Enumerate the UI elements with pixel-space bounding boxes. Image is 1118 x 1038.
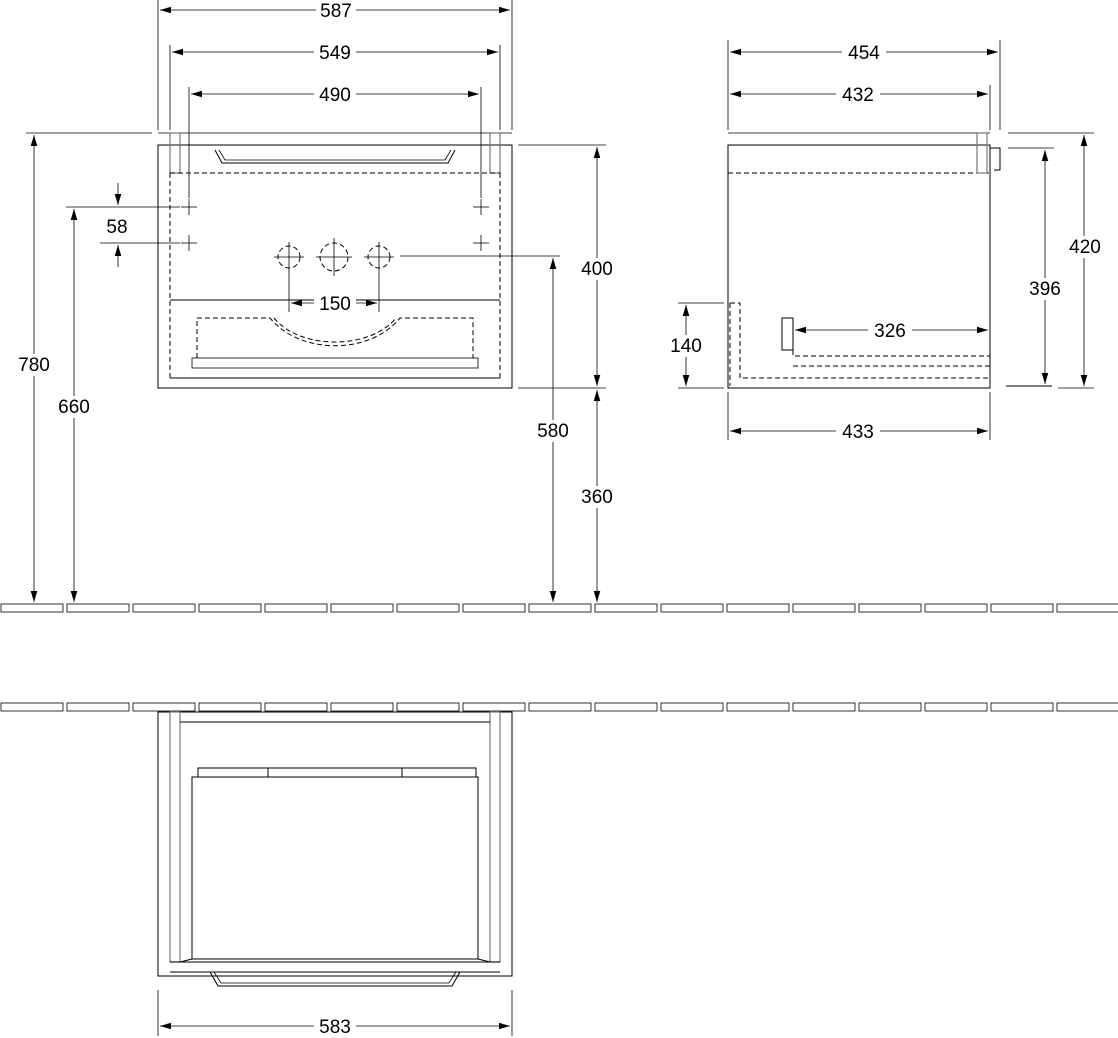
dim-depth-433: 433 — [842, 422, 874, 443]
dim-hole-spacing: 58 — [106, 217, 127, 238]
dim-depth-454: 454 — [848, 43, 880, 64]
dim-bottom-width: 583 — [319, 1017, 351, 1038]
tile-segment — [924, 702, 988, 712]
tile-segment — [594, 603, 658, 613]
tile-segment — [0, 702, 64, 712]
dim-side-height-420: 420 — [1069, 237, 1101, 258]
tile-segment — [528, 702, 592, 712]
dim-depth-326: 326 — [874, 321, 906, 342]
tile-segment — [660, 603, 724, 613]
tile-segment — [264, 702, 328, 712]
tile-segment — [858, 603, 922, 613]
tile-segment — [462, 603, 526, 613]
tile-segment — [330, 603, 394, 613]
tile-segment — [990, 702, 1054, 712]
dim-height-total: 780 — [18, 355, 50, 376]
tile-segment — [396, 702, 460, 712]
floor-line-front — [0, 603, 1118, 613]
tile-segment — [330, 702, 394, 712]
dim-depth-140: 140 — [670, 336, 702, 357]
dim-tap-spacing: 150 — [319, 294, 351, 315]
tile-segment — [198, 702, 262, 712]
dim-depth-432: 432 — [842, 85, 874, 106]
tile-segment — [990, 603, 1054, 613]
tile-segment — [0, 603, 64, 613]
tile-segment — [792, 702, 856, 712]
tile-segment — [1056, 603, 1118, 613]
dim-inner-width: 549 — [319, 43, 351, 64]
tile-segment — [858, 702, 922, 712]
dim-side-height-396: 396 — [1029, 279, 1061, 300]
tile-segment — [528, 603, 592, 613]
dim-height-580: 580 — [537, 421, 569, 442]
tile-segment — [792, 603, 856, 613]
dim-top-width: 490 — [319, 85, 351, 106]
front-view: 587 549 490 150 58 780 660 580 400 360 — [14, 0, 617, 602]
fixing-crosses — [181, 199, 489, 251]
dim-overall-width: 587 — [320, 1, 352, 22]
wall-line-top-view — [0, 702, 1118, 712]
tile-segment — [660, 702, 724, 712]
tile-segment — [198, 603, 262, 613]
tap-holes — [274, 238, 394, 276]
tile-segment — [66, 603, 130, 613]
tile-segment — [264, 603, 328, 613]
tile-segment — [462, 702, 526, 712]
tile-segment — [396, 603, 460, 613]
tile-segment — [132, 702, 196, 712]
top-view: 583 — [157, 711, 513, 1038]
tile-segment — [924, 603, 988, 613]
tile-segment — [132, 603, 196, 613]
dim-floor-clearance: 360 — [581, 487, 613, 508]
dim-cabinet-height: 400 — [581, 259, 613, 280]
tile-segment — [594, 702, 658, 712]
tile-segment — [726, 603, 790, 613]
tile-segment — [66, 702, 130, 712]
tile-segment — [1056, 702, 1118, 712]
dim-height-660: 660 — [58, 397, 90, 418]
tile-segment — [726, 702, 790, 712]
side-view: 454 432 433 326 140 396 420 — [666, 40, 1106, 443]
